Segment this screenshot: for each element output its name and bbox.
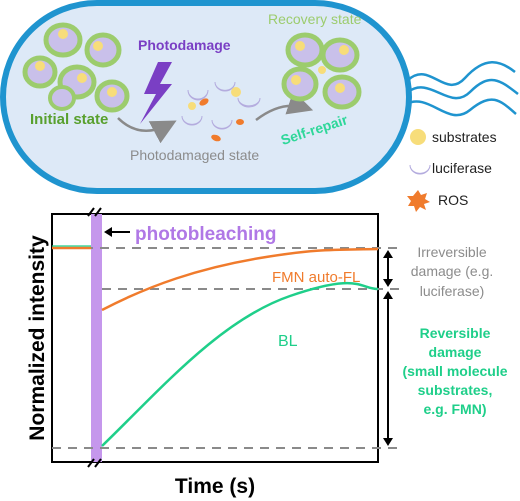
photobleaching-arrowhead bbox=[104, 227, 112, 237]
bl-curve bbox=[101, 281, 379, 447]
bl-curve-label: BL bbox=[278, 333, 298, 350]
x-axis-label: Time (s) bbox=[175, 475, 255, 498]
initial-state-label: Initial state bbox=[30, 111, 108, 128]
recovery-state-cells bbox=[281, 32, 362, 110]
legend: substrates luciferase ROS bbox=[407, 129, 497, 212]
fmn-curve bbox=[101, 247, 379, 312]
axis-break-top-2 bbox=[94, 207, 102, 217]
reversible-line-2: damage bbox=[429, 344, 482, 360]
lightning-icon bbox=[140, 62, 172, 124]
recovery-state-label: Recovery state bbox=[268, 11, 362, 27]
ros-icon bbox=[407, 190, 430, 212]
legend-ros: ROS bbox=[438, 192, 468, 208]
cell-panel: Initial state Photodamage Photodamaged s… bbox=[0, 0, 519, 194]
reversible-text: Reversible damage (small molecule substr… bbox=[402, 325, 507, 417]
irreversible-bracket bbox=[383, 250, 393, 287]
axis-break-bottom-2 bbox=[94, 458, 102, 468]
irreversible-text: Irreversible damage (e.g. luciferase) bbox=[411, 244, 494, 299]
reversible-line-1: Reversible bbox=[420, 325, 491, 341]
photodamage-label: Photodamage bbox=[138, 37, 231, 53]
reversible-line-4: substrates, bbox=[418, 382, 493, 398]
axis-break-bottom-1 bbox=[87, 458, 95, 468]
plot-frame bbox=[51, 213, 379, 463]
flagella bbox=[405, 61, 519, 117]
luciferase-icon bbox=[409, 164, 431, 175]
legend-luciferase: luciferase bbox=[432, 160, 492, 176]
arrow-to-recovery bbox=[255, 90, 314, 121]
plot-panel: photobleaching FMN auto-FL BL Normalized… bbox=[26, 207, 508, 498]
substrate-icon bbox=[410, 129, 426, 145]
fmn-curve-label: FMN auto-FL bbox=[272, 269, 360, 286]
irreversible-line-1: Irreversible bbox=[417, 244, 486, 260]
reversible-line-5: e.g. FMN) bbox=[424, 401, 487, 417]
axis-break-top-1 bbox=[87, 207, 95, 217]
irreversible-line-2: damage (e.g. bbox=[411, 263, 494, 279]
legend-substrates: substrates bbox=[432, 129, 497, 145]
photodamaged-state-label: Photodamaged state bbox=[130, 147, 259, 163]
reversible-bracket bbox=[383, 291, 393, 446]
photobleaching-bar bbox=[91, 214, 102, 462]
y-axis-label: Normalized intensity bbox=[26, 235, 49, 441]
irreversible-line-3: luciferase) bbox=[420, 283, 485, 299]
reversible-line-3: (small molecule bbox=[402, 363, 507, 379]
arrow-to-damaged bbox=[117, 117, 177, 144]
photodamaged-fragments bbox=[181, 81, 261, 142]
initial-state-cells bbox=[22, 22, 130, 113]
photobleaching-label: photobleaching bbox=[135, 224, 276, 245]
